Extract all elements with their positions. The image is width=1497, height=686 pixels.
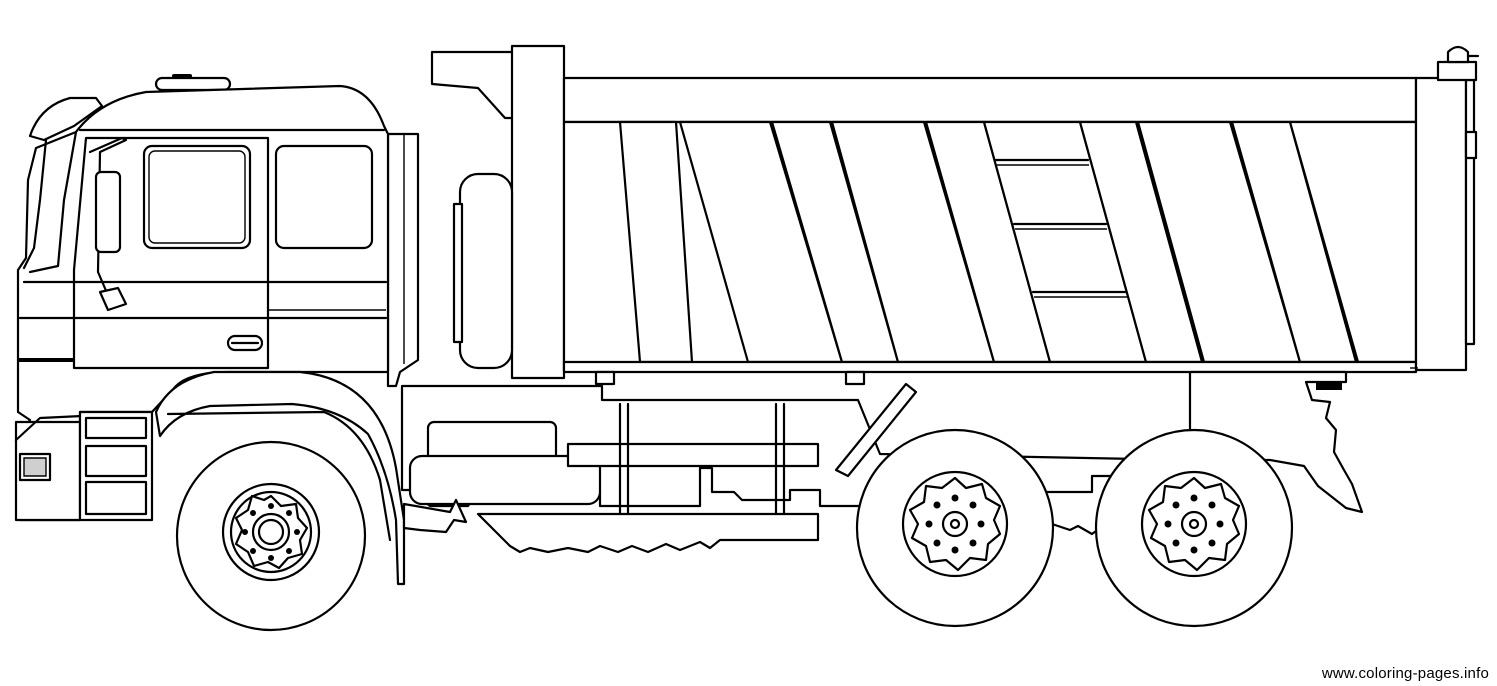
lug-nut (969, 539, 977, 547)
front-grille-strip (18, 358, 74, 362)
lug-nut (1216, 520, 1224, 528)
air-tank-clamp (454, 204, 462, 342)
lug-nut (268, 555, 274, 561)
dump-body (432, 46, 1478, 390)
watermark-text: www.coloring-pages.info (1321, 665, 1489, 682)
mount-tab (846, 372, 864, 384)
rim-ring (231, 492, 311, 572)
hub-cap (259, 520, 283, 544)
hub (1182, 512, 1206, 536)
front-wheel (177, 442, 365, 630)
tailgate-edge (1466, 80, 1474, 344)
mount-tab (596, 372, 614, 384)
headlight-lens (24, 458, 46, 476)
fuel-tank-lower (410, 456, 600, 504)
hub (943, 512, 967, 536)
lug-nut (1190, 494, 1198, 502)
top-rail (564, 78, 1416, 122)
roof-visor (30, 98, 102, 140)
lug-nut (268, 503, 274, 509)
lug-nuts (925, 494, 985, 554)
middle-rear-wheel (857, 430, 1053, 626)
last-rear-wheel (1096, 430, 1292, 626)
rear-window (276, 146, 372, 248)
lug-nut (286, 548, 292, 554)
side-mirror (96, 172, 120, 252)
hinge-knob (1448, 47, 1468, 62)
lug-nut (294, 529, 300, 535)
lug-nut (951, 494, 959, 502)
side-box (568, 444, 818, 466)
mud-flap (404, 500, 466, 532)
hydraulic-ram (836, 384, 916, 476)
lug-nut (925, 520, 933, 528)
bumper-top (16, 416, 82, 440)
headboard-flap (432, 52, 515, 118)
door-window-inner (149, 151, 245, 243)
bottom-rail (564, 362, 1416, 372)
lug-nut (969, 501, 977, 509)
lug-nut (1172, 501, 1180, 509)
lug-nut (1172, 539, 1180, 547)
lug-nuts (242, 503, 300, 561)
air-tank (460, 174, 512, 368)
tailgate (1416, 78, 1466, 370)
mirror-arm (90, 138, 126, 300)
hub-center (1190, 520, 1198, 528)
hub-center (951, 520, 959, 528)
front-post (512, 46, 564, 378)
rear-axle-beam (1052, 524, 1100, 534)
fender-outer (156, 372, 404, 584)
cab-door (74, 138, 268, 368)
lug-nut (242, 529, 248, 535)
lug-nut (250, 548, 256, 554)
lug-nut (1208, 539, 1216, 547)
lug-nut (286, 510, 292, 516)
lug-nuts (1164, 494, 1224, 554)
door-window (144, 146, 250, 248)
lug-nut (250, 510, 256, 516)
lug-nut (933, 501, 941, 509)
fender-inner (168, 412, 390, 540)
front-fender (156, 372, 466, 584)
lug-nut (1208, 501, 1216, 509)
lug-nut (933, 539, 941, 547)
lug-nut (977, 520, 985, 528)
windshield-edge (24, 140, 46, 268)
front-bumper (16, 412, 152, 520)
lug-nut (1190, 546, 1198, 554)
roof-beacon-top (172, 74, 192, 79)
tailgate-latch (1466, 132, 1476, 158)
tailgate-hinge (1438, 62, 1476, 80)
roof-beacon (156, 78, 230, 90)
a-pillar (30, 132, 76, 272)
step (86, 446, 146, 476)
step (86, 482, 146, 514)
mirror-lower-arm (100, 288, 126, 310)
cab-back-pillar (388, 134, 418, 386)
step (86, 418, 146, 438)
lower-frame-rail (478, 514, 818, 552)
lug-nut (951, 546, 959, 554)
lug-nut (1164, 520, 1172, 528)
